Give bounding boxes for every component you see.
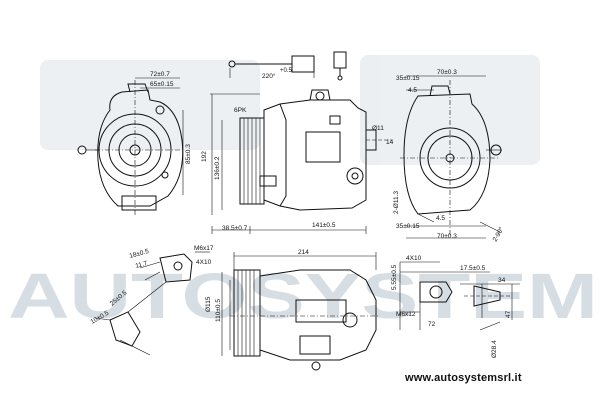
dim-11-7: 11.7 [135, 260, 149, 270]
top-view-center [221, 252, 380, 371]
dim-6pk: 6PK [234, 107, 247, 114]
dim-35-bottom: 35±0.15 [396, 223, 420, 230]
dim-136: 136±0.2 [214, 156, 221, 180]
dim-35-top: 35±0.15 [396, 75, 420, 82]
rear-view-right [400, 75, 502, 239]
dim-m6x17: M6x17 [194, 245, 214, 252]
dim-220-tol: +0.5 [280, 68, 293, 74]
dim-4x10-left: 4X10 [196, 259, 212, 266]
fitting-detail [399, 261, 520, 331]
dim-70-bottom: 70±0.3 [437, 233, 457, 240]
dim-38: 38.5±0.7 [222, 225, 248, 232]
dim-14: 14 [386, 139, 394, 146]
dim-110: 110±0.5 [215, 299, 222, 322]
dim-4x10-right: 4X10 [406, 255, 422, 262]
dim-17-5: 17.5±0.5 [460, 265, 486, 272]
dim-72: 72±0.7 [150, 71, 170, 78]
electrical-connector [228, 51, 347, 81]
dim-d113: 2-Ø11.3 [393, 191, 400, 214]
dim-5-55: 5.55±0.5 [391, 264, 398, 290]
dim-34: 34 [498, 277, 506, 284]
dim-d11: Ø11 [372, 125, 384, 132]
bracket-detail [94, 251, 210, 356]
website-url[interactable]: www.autosystemsrl.it [405, 372, 522, 384]
dim-192: 192 [201, 151, 208, 162]
dim-d115: Ø115 [205, 296, 212, 312]
dim-45-top: 4.5 [408, 87, 417, 94]
dim-d28: Ø28.4 [491, 340, 498, 358]
dim-72: 72 [428, 321, 436, 328]
dim-47: 47 [505, 310, 512, 318]
dim-45-bottom: 4.5 [436, 215, 445, 222]
dim-18-angle: 18±0.5 [129, 248, 150, 260]
dim-214: 214 [298, 249, 309, 256]
dim-65: 65±0.15 [150, 81, 174, 88]
dim-m6x12: M6x12 [396, 311, 416, 318]
dim-141: 141±0.5 [312, 222, 336, 229]
front-view-left [77, 77, 184, 215]
side-view-center [210, 89, 392, 234]
dim-2-90: 2-90° [491, 225, 506, 243]
dim-85: 85±0.3 [185, 144, 192, 164]
dim-70-top: 70±0.3 [437, 69, 457, 76]
dim-220-angle: 220° [262, 72, 276, 80]
